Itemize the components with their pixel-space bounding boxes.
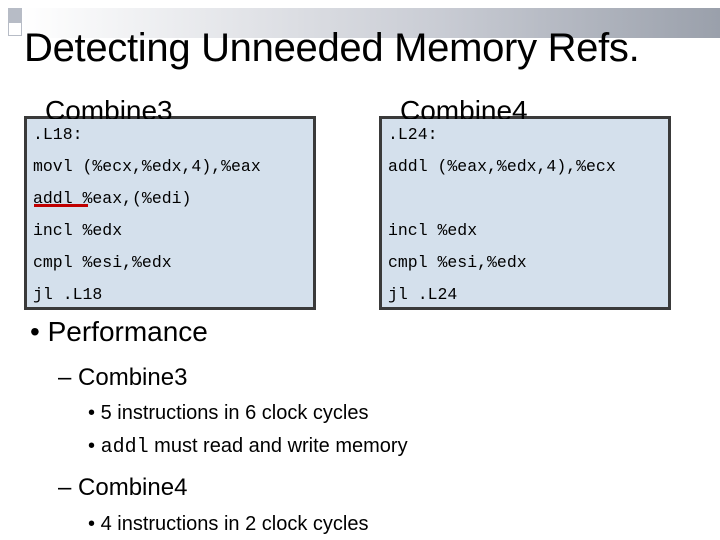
code-line: movl (%ecx,%edx,4),%eax — [33, 157, 261, 176]
item-bullet: • addl must read and write memory — [88, 435, 408, 459]
item-text: must read and write memory — [154, 435, 408, 457]
code-line: addl (%eax,%edx,4),%ecx — [388, 157, 616, 176]
item-bullet: • 5 instructions in 6 clock cycles — [88, 402, 368, 425]
highlight-underline — [34, 204, 88, 207]
bullet-dot: • — [30, 316, 40, 347]
code-line: incl %edx — [388, 221, 478, 240]
item-bullet: • 4 instructions in 2 clock cycles — [88, 513, 368, 536]
slide-title: Detecting Unneeded Memory Refs. — [24, 26, 640, 70]
code-line: .L18: — [33, 125, 83, 144]
decor-square — [8, 22, 22, 36]
subbullet-combine4: – Combine4 — [58, 474, 187, 502]
inline-code: addl — [100, 436, 149, 459]
bullet-text: Performance — [47, 316, 208, 347]
subbullet-combine3: – Combine3 — [58, 364, 187, 392]
bullet-dot: • — [88, 513, 96, 535]
bullet-dot: • — [88, 402, 96, 424]
box-label: Combine4 — [400, 95, 528, 119]
code-line: jl .L18 — [33, 285, 103, 304]
subbullet-text: Combine4 — [78, 474, 188, 501]
bullet-performance: • Performance — [30, 316, 208, 348]
code-line: jl .L24 — [388, 285, 458, 304]
item-text: 4 instructions in 2 clock cycles — [100, 513, 369, 535]
item-text: 5 instructions in 6 clock cycles — [100, 402, 369, 424]
decor-square — [8, 8, 22, 22]
subbullet-text: Combine3 — [78, 364, 188, 391]
code-box-combine3: Combine3 .L18: movl (%ecx,%edx,4),%eax a… — [24, 95, 316, 310]
code-line: cmpl %esi,%edx — [33, 253, 172, 272]
code-line: incl %edx — [33, 221, 123, 240]
title-gradient-bar — [22, 8, 720, 38]
code-line: addl %eax,(%edi) — [33, 189, 192, 208]
bullet-dot: • — [88, 435, 96, 457]
box-label: Combine3 — [45, 95, 173, 119]
code-box-combine4: Combine4 .L24: addl (%eax,%edx,4),%ecx i… — [379, 95, 671, 310]
code-line: cmpl %esi,%edx — [388, 253, 527, 272]
code-line: .L24: — [388, 125, 438, 144]
dash-marker: – — [58, 474, 72, 501]
dash-marker: – — [58, 364, 72, 391]
